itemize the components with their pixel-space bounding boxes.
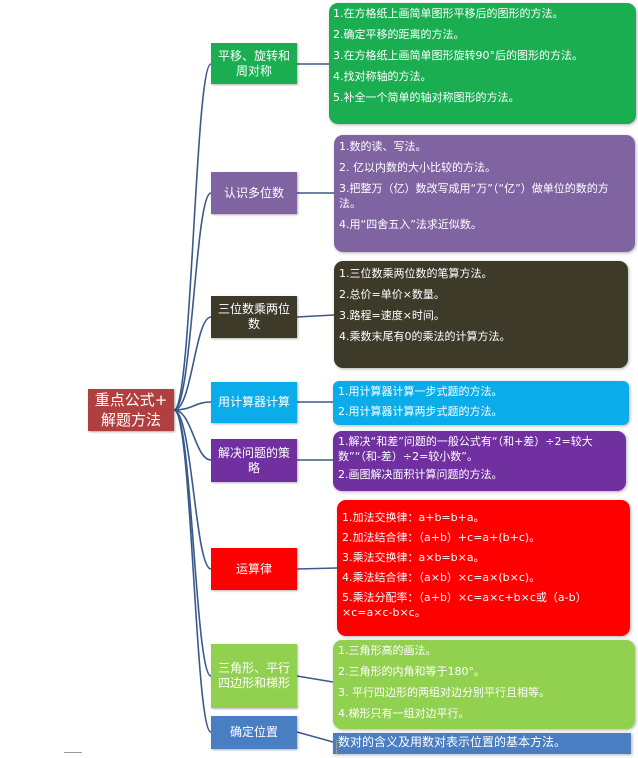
list-item: 数对的含义及用数对表示位置的基本方法。 (338, 735, 567, 749)
page-corner-mark (336, 740, 337, 754)
category-triangle-parallelogram-trapezoid: 三角形、平行四边形和梯形 (211, 644, 297, 708)
list-item: 4.乘数末尾有0的乘法的计算方法。 (339, 330, 511, 343)
root-branch-line (173, 316, 212, 411)
list-item: 3.路程=速度×时间。 (339, 309, 445, 322)
root-branch-line (173, 192, 212, 411)
list-item: 4.梯形只有一组对边平行。 (338, 707, 470, 720)
list-item: 3.把整万（亿）数改写成用“万”（“亿”）做单位的数的方法。 (339, 182, 609, 210)
note-translation-rotation-symmetry: 1.在方格纸上画简单图形平移后的图形的方法。 2.确定平移的距离的方法。 3.在… (329, 3, 636, 124)
list-item: 2.用计算器计算两步式题的方法。 (338, 405, 503, 418)
note-triangle-parallelogram-trapezoid: 1.三角形高的画法。 2.三角形的内角和等于180°。 3. 平行四边形的两组对… (333, 640, 635, 729)
page-corner-mark (64, 752, 82, 753)
list-item: 2.确定平移的距离的方法。 (333, 28, 465, 41)
list-item: 1.在方格纸上画简单图形平移后的图形的方法。 (333, 7, 564, 20)
note-branch-line (296, 314, 335, 318)
list-item: 1.加法交换律：a+b=b+a。 (342, 511, 485, 524)
note-position: 数对的含义及用数对表示位置的基本方法。 (333, 733, 631, 754)
list-item: 4.用“四舍五入”法求近似数。 (339, 218, 482, 231)
note-three-by-two-digit-multiplication: 1.三位数乘两位数的笔算方法。 2.总价=单价×数量。 3.路程=速度×时间。 … (334, 261, 628, 368)
list-item: 3.乘法交换律：a×b=b×a。 (342, 551, 485, 564)
list-item: 3. 平行四边形的两组对边分别平行且相等。 (338, 686, 550, 699)
list-item: 1.三位数乘两位数的笔算方法。 (339, 267, 493, 280)
category-three-by-two-digit-multiplication: 三位数乘两位数 (211, 296, 297, 338)
category-position: 确定位置 (211, 716, 297, 749)
root-branch-line (173, 409, 212, 733)
list-item: 2.三角形的内角和等于180°。 (338, 665, 485, 678)
list-item: 4.乘法结合律：（a×b）×c=a×(b×c)。 (342, 571, 541, 584)
list-item: 1.三角形高的画法。 (338, 644, 437, 657)
root-branch-line (173, 409, 212, 461)
root-branch-line (173, 409, 212, 677)
list-item: 1.解决“和差”问题的一般公式有“（和+差）÷2=较大数”“（和-差）÷2=较小… (338, 435, 593, 463)
root-node: 重点公式+ 解题方法 (88, 389, 174, 431)
category-operation-laws: 运算律 (211, 548, 297, 590)
root-title-line1: 重点公式+ (94, 391, 168, 409)
note-branch-line (296, 675, 334, 683)
list-item: 2.加法结合律：（a+b）+c=a+(b+c)。 (342, 531, 541, 544)
root-branch-line (173, 63, 212, 411)
root-title-line2: 解题方法 (100, 411, 161, 429)
list-item: 2. 亿以内数的大小比较的方法。 (339, 161, 496, 174)
list-item: 2.总价=单价×数量。 (339, 288, 445, 301)
note-branch-line (296, 567, 338, 570)
root-branch-line (173, 401, 212, 411)
category-calculator: 用计算器计算 (211, 382, 297, 423)
list-item: 4.找对称轴的方法。 (333, 70, 432, 83)
note-operation-laws: 1.加法交换律：a+b=b+a。 2.加法结合律：（a+b）+c=a+(b+c)… (337, 500, 630, 636)
list-item: 2.画图解决面积计算问题的方法。 (338, 468, 503, 481)
list-item: 1.数的读、写法。 (339, 140, 427, 153)
note-problem-solving-strategy: 1.解决“和差”问题的一般公式有“（和+差）÷2=较大数”“（和-差）÷2=较小… (333, 431, 626, 491)
note-calculator: 1.用计算器计算一步式题的方法。 2.用计算器计算两步式题的方法。 (333, 381, 629, 425)
note-branch-line (296, 731, 334, 743)
list-item: 1.用计算器计算一步式题的方法。 (338, 385, 503, 398)
note-multi-digit-numbers: 1.数的读、写法。 2. 亿以内数的大小比较的方法。 3.把整万（亿）数改写成用… (334, 135, 635, 252)
category-multi-digit-numbers: 认识多位数 (211, 172, 297, 214)
category-problem-solving-strategy: 解决问题的策略 (211, 439, 297, 482)
root-branch-line (173, 409, 212, 570)
list-item: 3.在方格纸上画简单图形旋转90°后的图形的方法。 (333, 49, 583, 62)
category-translation-rotation-symmetry: 平移、旋转和周对称 (211, 43, 297, 84)
list-item: 5.乘法分配率：（a+b）×c=a×c+b×c或（a-b）×c=a×c-b×c。 (342, 591, 587, 619)
list-item: 5.补全一个简单的轴对称图形的方法。 (333, 91, 520, 104)
